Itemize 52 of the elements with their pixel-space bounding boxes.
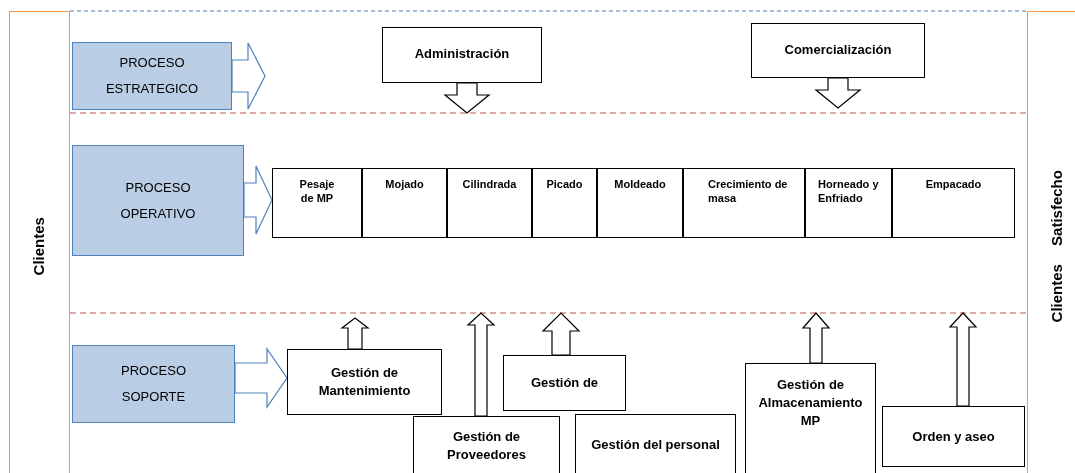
support-label: Gestión de Almacenamiento MP: [757, 376, 864, 430]
step-label: Pesaje de MP: [298, 177, 336, 205]
swimlane-band: [9, 11, 70, 473]
block-arrow: [243, 165, 273, 235]
block-arrow: [541, 312, 581, 356]
category-label: PROCESO OPERATIVO: [119, 178, 197, 223]
block-arrow: [948, 312, 978, 407]
step-label: Horneado y Enfriado: [818, 177, 880, 205]
support-process-box: [413, 416, 560, 473]
step-label: Crecimiento de masa: [708, 177, 789, 205]
category-label: PROCESO ESTRATEGICO: [104, 54, 200, 98]
step-label: Picado: [546, 177, 583, 191]
block-arrow: [234, 347, 288, 409]
callout-box: [751, 23, 925, 78]
process-step-box: [892, 168, 1015, 238]
block-arrow: [466, 312, 496, 417]
process-step-box: [447, 168, 532, 238]
step-label: Cilindrada: [462, 177, 517, 191]
support-process-box: [745, 363, 876, 473]
step-label: Mojado: [385, 177, 424, 191]
block-arrow: [443, 82, 491, 114]
callout-label: Comercialización: [784, 41, 892, 59]
process-step-box: [597, 168, 683, 238]
process-step-box: [362, 168, 447, 238]
callout-label: Administración: [414, 45, 510, 63]
support-label: Gestión de Proveedores: [446, 428, 527, 464]
swimlane-band: [1027, 11, 1075, 473]
block-arrow: [801, 312, 831, 364]
process-step-box: [532, 168, 597, 238]
support-process-box: [287, 349, 442, 415]
process-category-box: [72, 42, 232, 110]
step-label: Empacado: [925, 177, 982, 191]
support-label: Gestión de: [530, 374, 599, 392]
category-label: PROCESO SOPORTE: [120, 362, 187, 406]
process-step-box: [272, 168, 362, 238]
process-step-box: [805, 168, 892, 238]
callout-box: [382, 27, 542, 83]
support-process-box: [882, 406, 1025, 467]
block-arrow: [814, 77, 862, 109]
support-process-box: [575, 414, 736, 473]
support-label: Gestión del personal: [591, 436, 720, 454]
support-process-box: [503, 355, 626, 411]
block-arrow: [340, 317, 370, 350]
process-category-box: [72, 145, 244, 256]
step-label: Moldeado: [614, 177, 666, 191]
support-label: Gestión de Mantenimiento: [317, 364, 412, 400]
lane-label: Clientes Satisfecho: [1046, 169, 1066, 323]
process-step-box: [683, 168, 805, 238]
lane-label: Clientes: [29, 216, 49, 276]
support-label: Orden y aseo: [912, 427, 995, 446]
process-category-box: [72, 345, 235, 423]
block-arrow: [231, 42, 266, 110]
